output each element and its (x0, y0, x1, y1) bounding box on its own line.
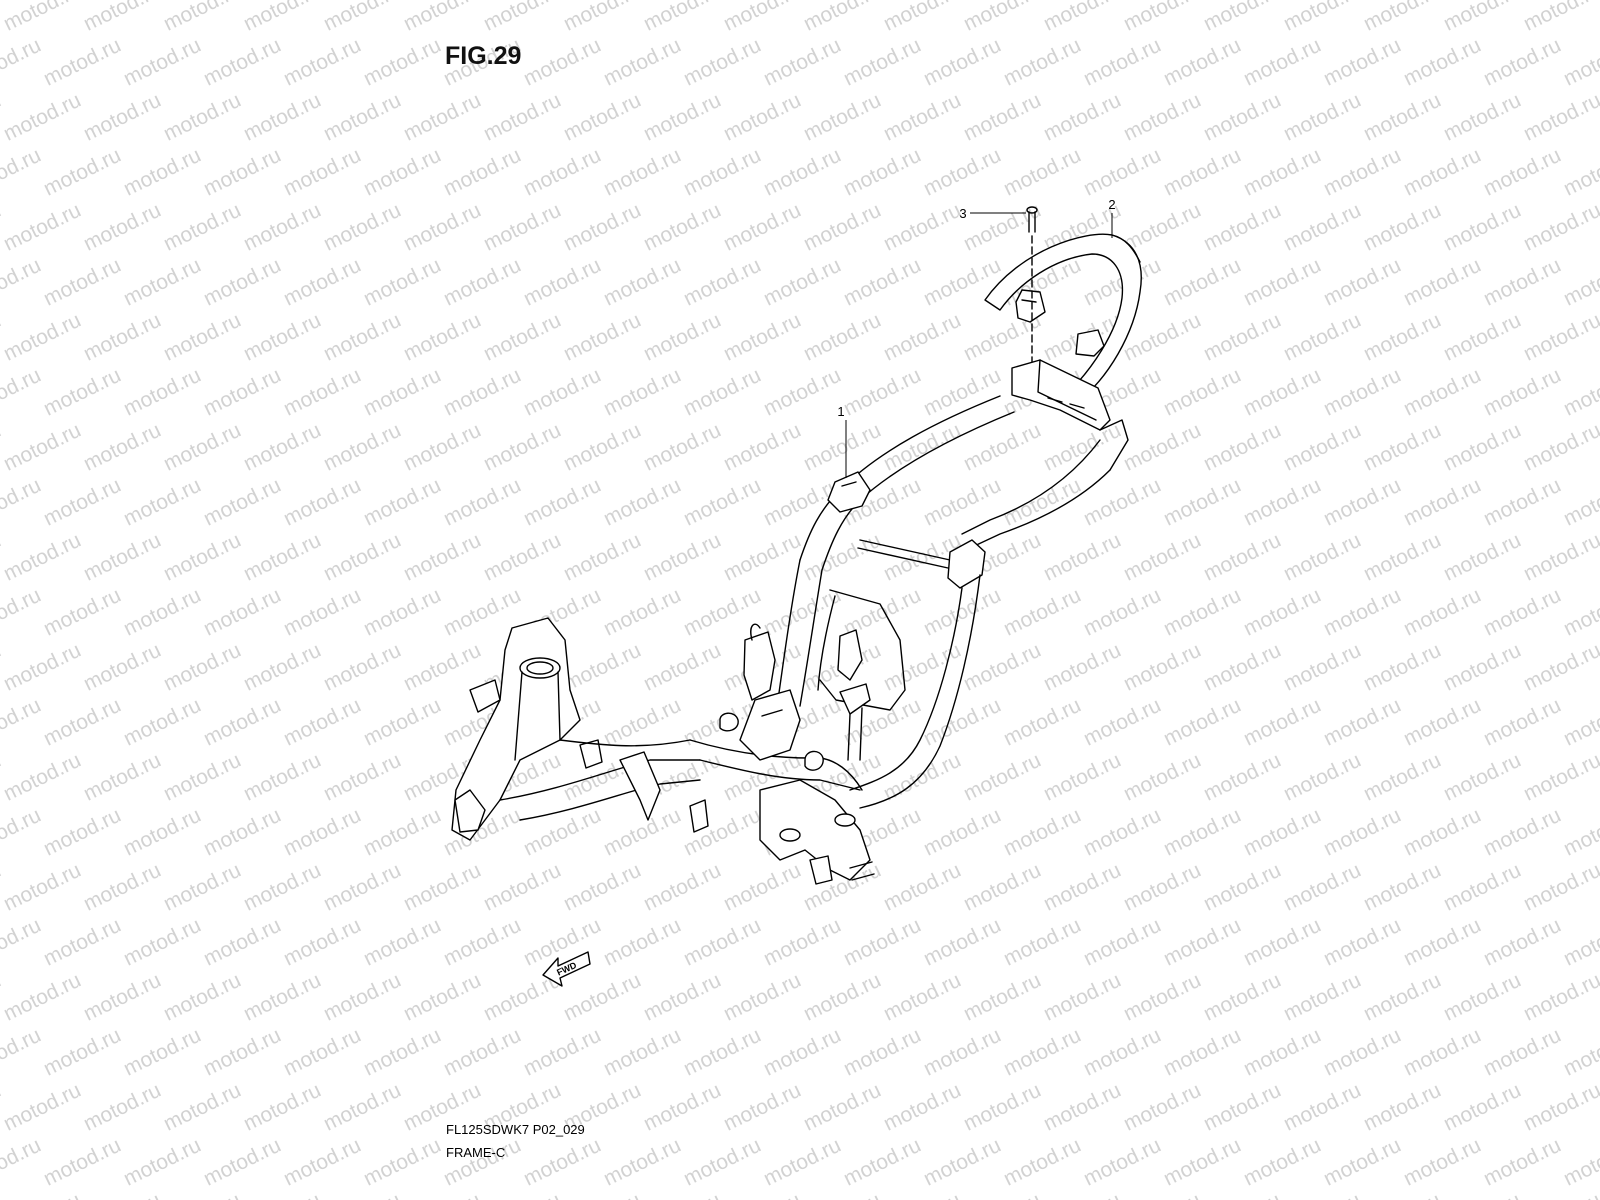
callout-3: 3 (959, 206, 1026, 221)
figure-title: FIG.29 (445, 42, 522, 70)
callout-number-1: 1 (837, 404, 844, 419)
callout-number-2: 2 (1108, 197, 1115, 212)
frame-drawing: FWD (451, 206, 1142, 987)
fwd-arrow: FWD (542, 951, 591, 987)
callout-number-3: 3 (959, 206, 966, 221)
callout-1: 1 (837, 404, 847, 478)
figure-name: FRAME-C (446, 1145, 506, 1160)
figure-code: FL125SDWK7 P02_029 (446, 1122, 585, 1137)
bolt-drawing (1026, 206, 1038, 369)
callout-2: 2 (1108, 197, 1116, 238)
